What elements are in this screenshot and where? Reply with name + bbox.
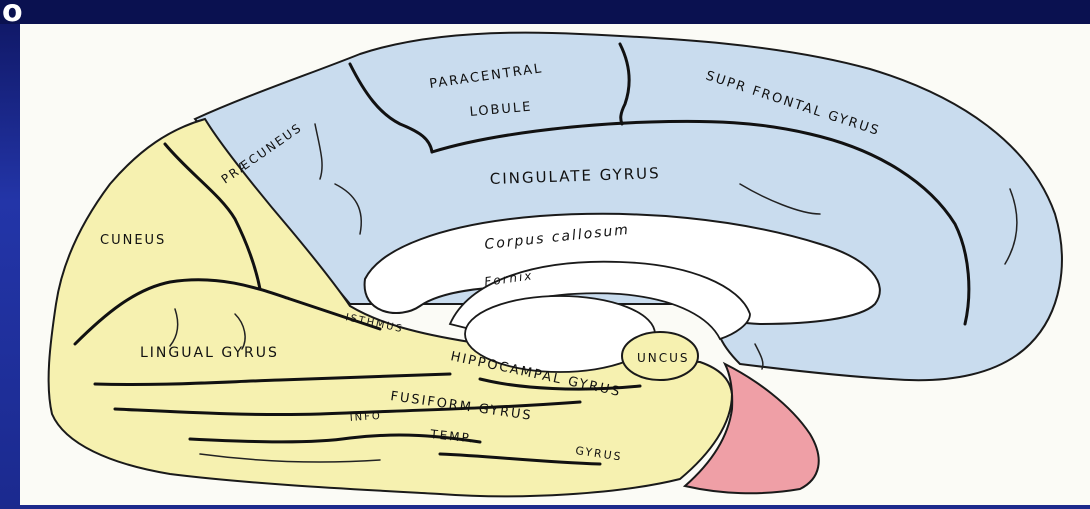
label-info: INFO [349,411,382,424]
brain-diagram-svg: PARACENTRAL LOBULE SUPR FRONTAL GYRUS PR… [20,24,1090,505]
brain-medial-surface-figure: PARACENTRAL LOBULE SUPR FRONTAL GYRUS PR… [20,24,1090,505]
slide-title-bar: o [0,0,1090,24]
label-lingual: LINGUAL GYRUS [140,345,279,361]
label-uncus: UNCUS [637,351,690,365]
label-cuneus: CUNEUS [100,233,166,248]
